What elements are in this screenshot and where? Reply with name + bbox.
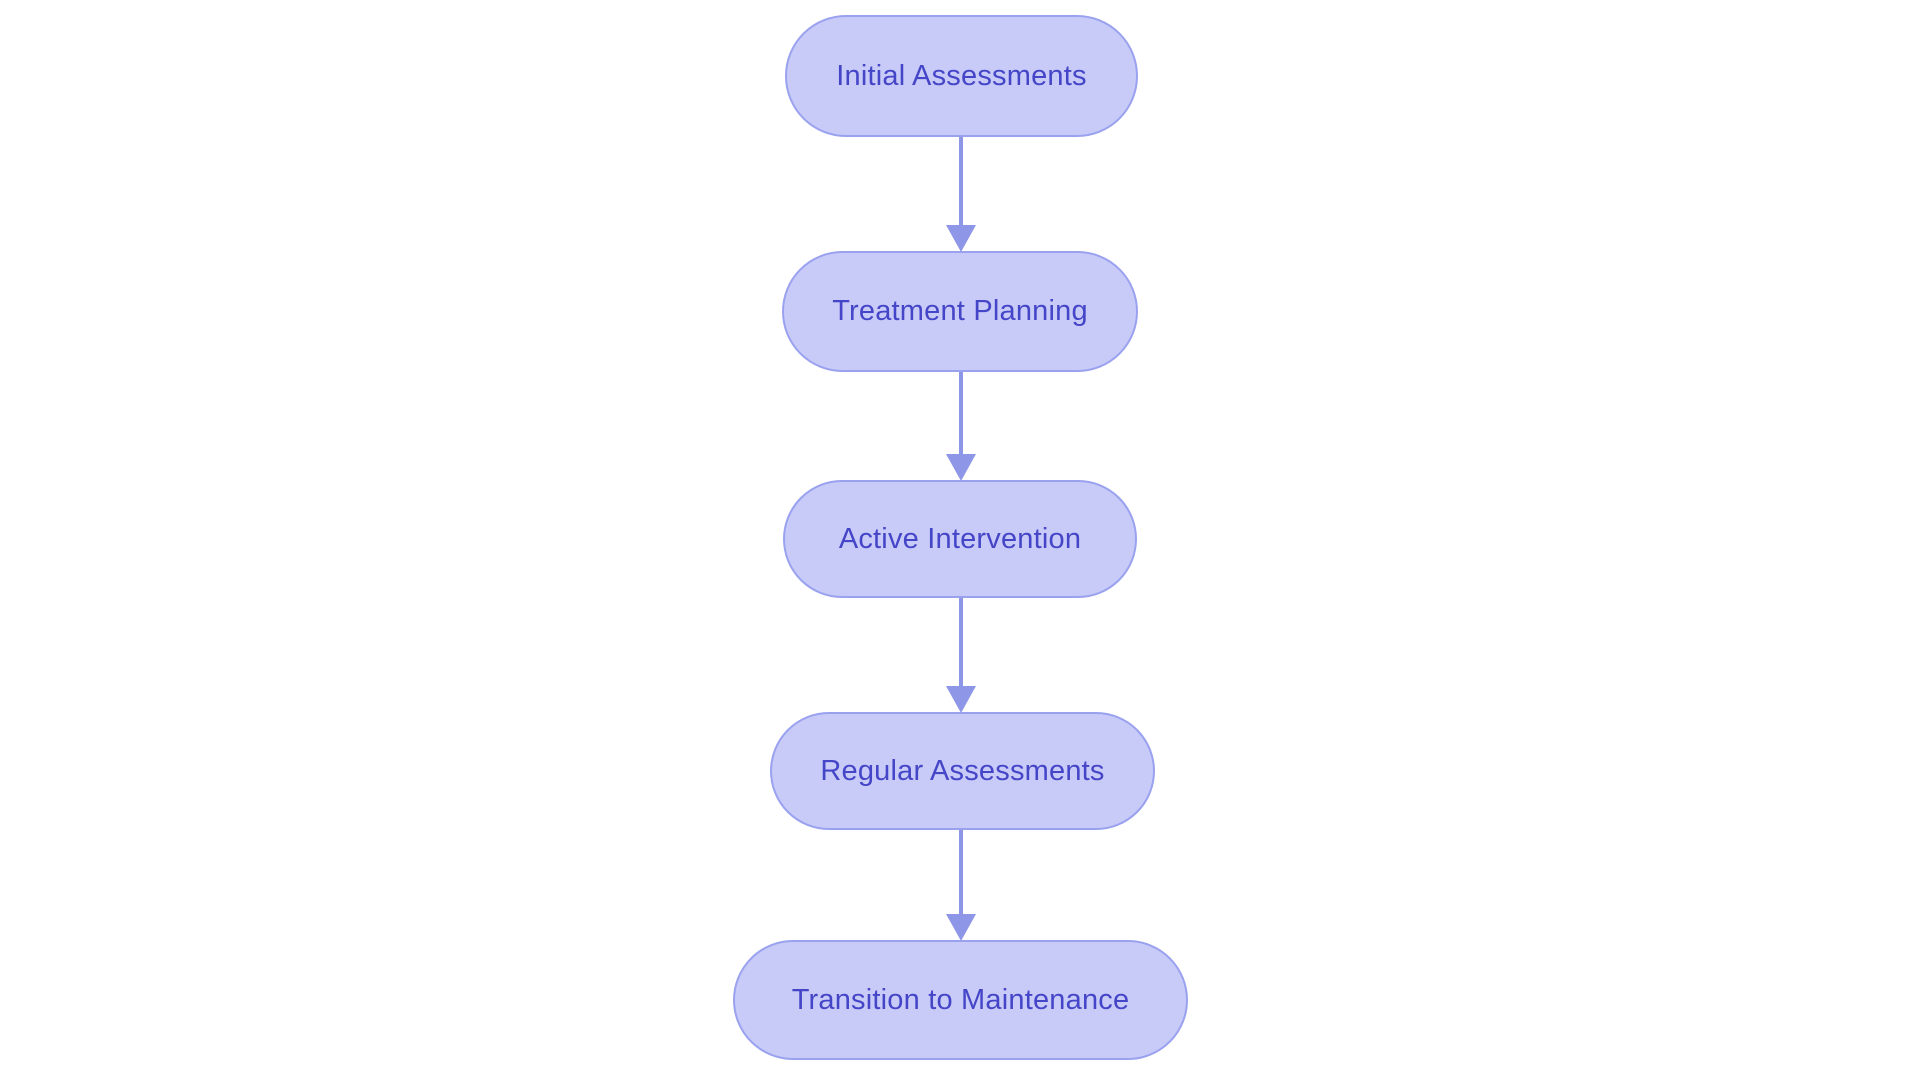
arrow-head-down-icon	[946, 914, 976, 941]
flow-node-active-intervention: Active Intervention	[783, 480, 1137, 598]
arrow-line	[959, 372, 963, 454]
flow-node-initial-assessments: Initial Assessments	[785, 15, 1138, 137]
arrow-head-down-icon	[946, 686, 976, 713]
arrow-head-down-icon	[946, 454, 976, 481]
arrow-line	[959, 598, 963, 686]
flow-node-regular-assessments: Regular Assessments	[770, 712, 1155, 830]
flow-node-transition-to-maintenance: Transition to Maintenance	[733, 940, 1188, 1060]
arrow-line	[959, 137, 963, 226]
arrow-line	[959, 830, 963, 914]
flow-node-treatment-planning: Treatment Planning	[782, 251, 1138, 372]
arrow-head-down-icon	[946, 225, 976, 252]
